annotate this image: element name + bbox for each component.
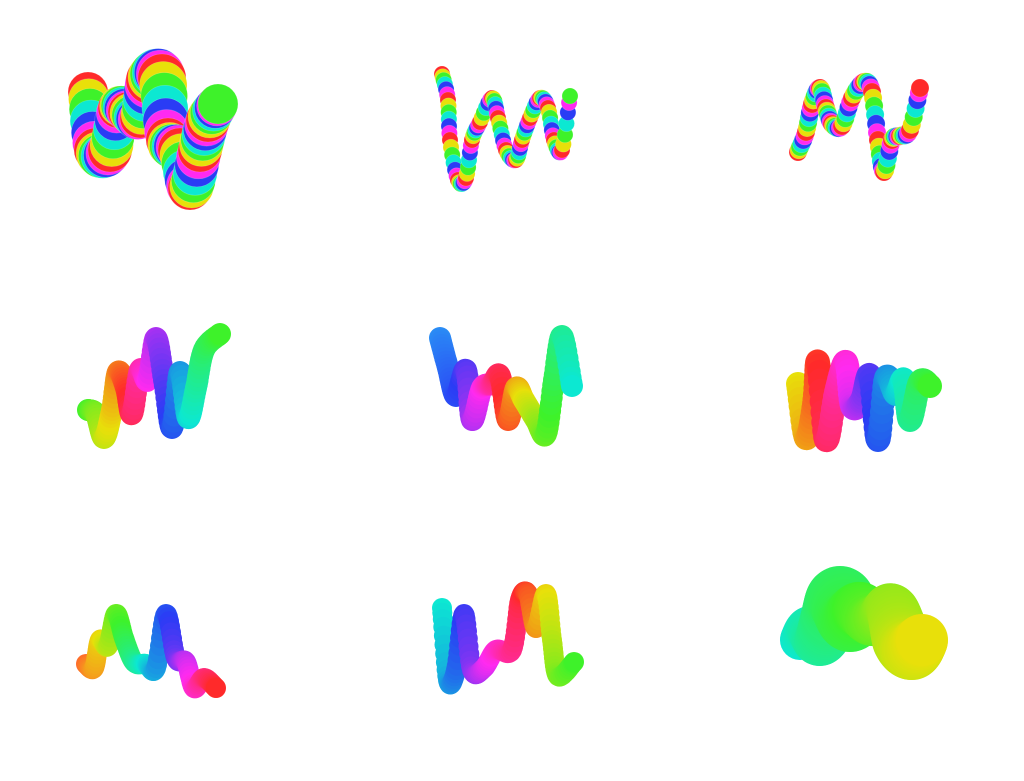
stroke-dab — [197, 83, 239, 125]
stroke-dab — [209, 323, 231, 345]
stroke-gradient-cyan-to-green — [432, 581, 584, 695]
stroke-rainbow-banded-narrow — [433, 65, 579, 193]
stroke-dab — [910, 78, 930, 98]
stroke-gradient-green-to-cyan — [77, 323, 231, 449]
stroke-dab — [564, 652, 584, 672]
stroke-dab — [918, 374, 942, 398]
stroke-dab — [206, 678, 226, 698]
stroke-dab — [561, 87, 579, 105]
stroke-rainbow-banded-medium — [788, 72, 930, 182]
stroke-gradient-yellow-to-green — [786, 349, 942, 453]
stroke-dab — [561, 375, 583, 397]
stroke-gradient-orange-to-red — [76, 604, 226, 699]
stroke-gradient-blue-to-cyan — [429, 325, 583, 447]
stroke-dab — [896, 614, 948, 666]
stroke-rainbow-banded-wide — [67, 48, 239, 211]
stroke-blob-cyan-green-yellow — [780, 566, 948, 680]
